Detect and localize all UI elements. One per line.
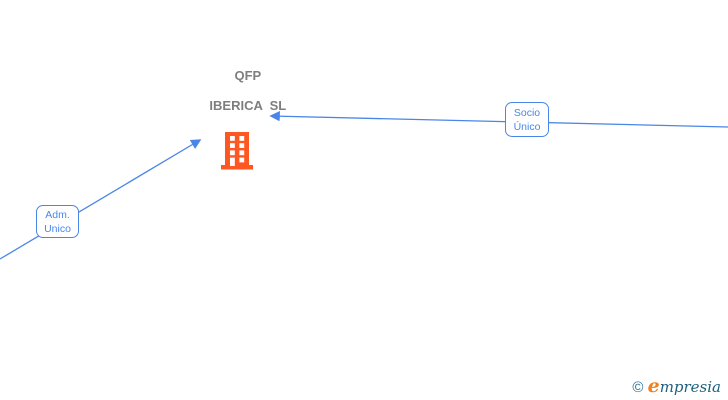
edge-label-line: Adm. — [45, 208, 70, 221]
building-icon — [221, 132, 253, 170]
empresia-watermark: © empresia — [632, 375, 721, 397]
empresia-logo-rest: mpresia — [659, 378, 721, 396]
empresia-logo: empresia — [647, 375, 721, 397]
edge-label-line: Único — [513, 120, 541, 133]
edge-line-socio-unico — [269, 111, 728, 128]
empresia-logo-initial: e — [647, 375, 660, 397]
company-name-line2: IBERICA SL — [209, 98, 287, 113]
company-node[interactable]: QFP IBERICA SL — [137, 53, 337, 170]
edge-label-socio-unico[interactable]: Socio Único — [505, 102, 549, 137]
copyright-icon: © — [632, 379, 644, 396]
edge-label-adm-unico[interactable]: Adm. Unico — [36, 205, 79, 238]
edge-label-line: Unico — [44, 222, 71, 235]
company-name-line1: QFP — [234, 68, 262, 83]
edge-label-line: Socio — [513, 106, 541, 119]
edge-line-adm-unico — [0, 139, 202, 260]
company-name: QFP IBERICA SL — [137, 53, 337, 128]
